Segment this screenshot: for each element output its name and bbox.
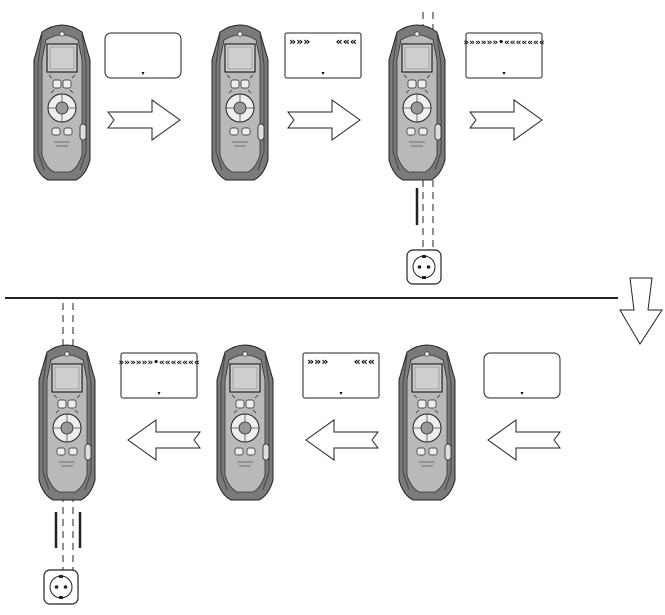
step-arrow-left-1 (127, 419, 201, 461)
display-panel-strong-signal-bottom (120, 352, 198, 399)
weak-signal-right-glyph: ««« (336, 35, 357, 48)
row-transition-arrow-down (619, 277, 663, 345)
detector-device-3 (388, 24, 446, 181)
display-marker: ▾ (321, 70, 324, 77)
display-marker: ▾ (502, 70, 505, 77)
display-panel-weak-signal-bottom (302, 352, 380, 399)
display-marker: ▾ (157, 390, 160, 397)
detector-device-2 (211, 24, 269, 181)
detector-device-4 (38, 344, 96, 501)
weak-signal-right-glyph: ««« (354, 355, 375, 368)
detector-device-1 (33, 24, 91, 181)
wall-socket-top (406, 249, 442, 285)
display-marker: ▾ (520, 390, 523, 397)
display-panel-strong-signal-top (465, 32, 543, 79)
weak-signal-left-glyph: »»» (289, 35, 310, 48)
step-arrow-right-3 (469, 99, 543, 141)
display-panel-weak-signal-top (284, 32, 362, 79)
strong-signal-glyph: »»»»»»•««««««« (463, 38, 544, 48)
display-panel-empty-1 (104, 32, 182, 79)
display-panel-empty-2 (483, 352, 561, 399)
step-arrow-right-1 (107, 99, 181, 141)
weak-signal-left-glyph: »»» (307, 355, 328, 368)
step-arrow-right-2 (287, 99, 361, 141)
wall-socket-bottom (43, 569, 79, 605)
step-arrow-left-2 (305, 419, 379, 461)
display-marker: ▾ (339, 390, 342, 397)
display-marker: ▾ (141, 70, 144, 77)
detector-device-6 (398, 344, 456, 501)
detector-device-5 (216, 344, 274, 501)
step-arrow-left-3 (487, 419, 561, 461)
strong-signal-glyph: »»»»»»•««««««« (118, 358, 199, 368)
